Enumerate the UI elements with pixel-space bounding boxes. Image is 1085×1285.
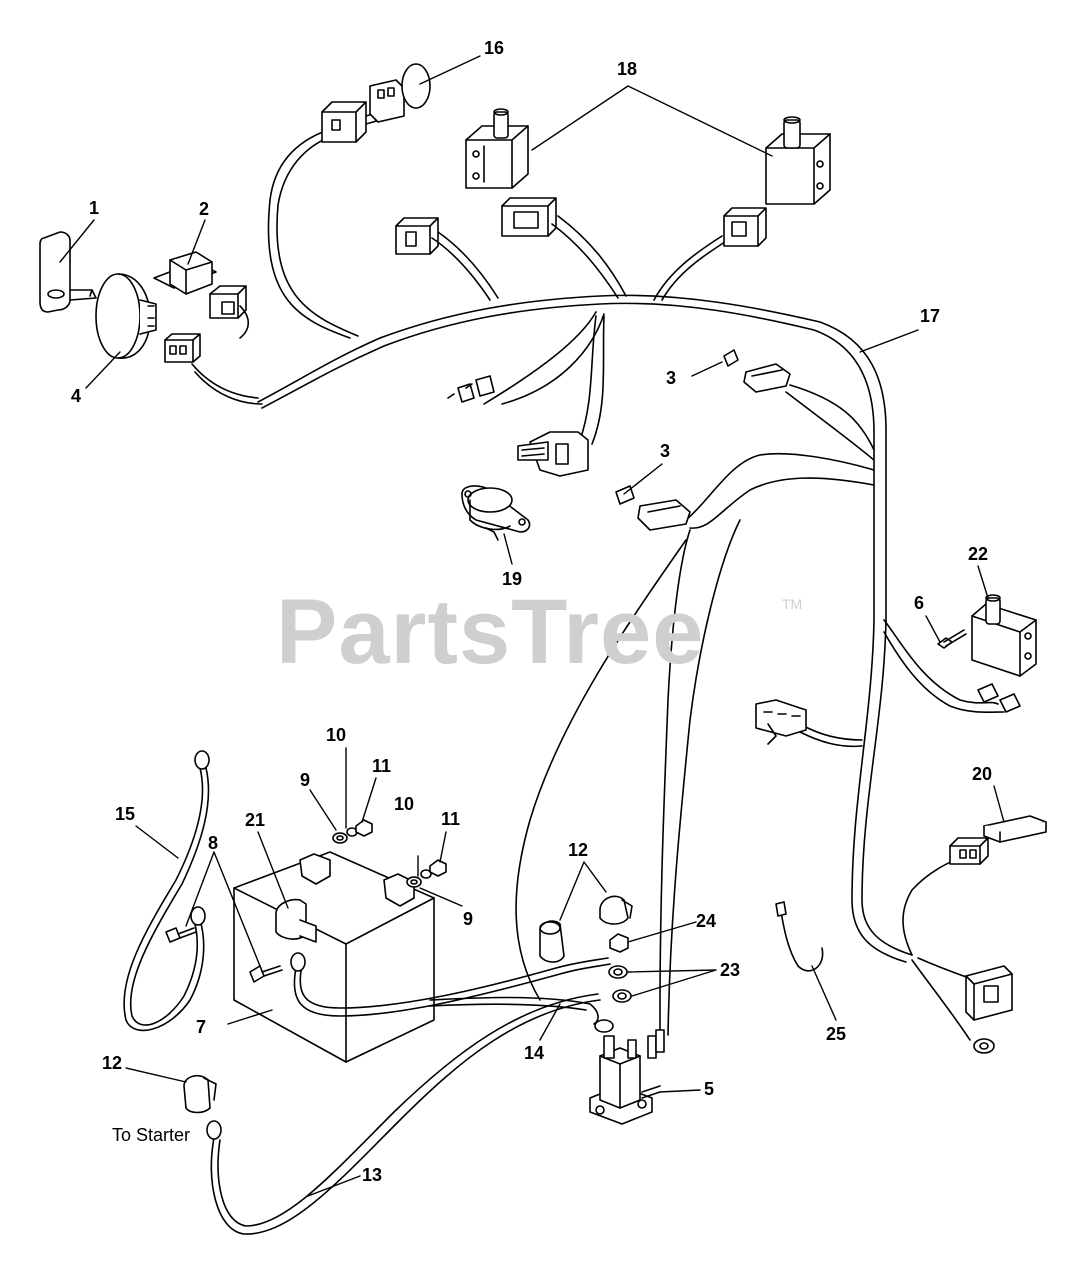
connector-20-part [950, 838, 988, 864]
ignition-switch-part [96, 274, 156, 358]
callout-24: 24 [696, 911, 717, 931]
solenoid-5-part [590, 1030, 664, 1124]
cable-13-part [207, 994, 600, 1234]
connector-lower-right-part [966, 966, 1012, 1020]
callout-7: 7 [196, 1017, 207, 1037]
callout-4: 4 [71, 386, 82, 406]
fuse-upper-part [724, 350, 790, 392]
callout-20: 20 [972, 764, 993, 784]
seat-switch-22-part [972, 595, 1036, 676]
callout-2: 2 [199, 199, 210, 219]
callout-19: 19 [502, 569, 523, 589]
plug-connector-part [756, 700, 806, 744]
switch-connector-part [165, 334, 200, 362]
watermark-text: PartsTree [276, 581, 705, 683]
callout-9-lower: 9 [463, 909, 474, 929]
connector-b-part [502, 198, 556, 236]
callout-3-upper: 3 [666, 368, 677, 388]
callout-18: 18 [617, 59, 638, 79]
callout-10-lower: 10 [394, 794, 415, 814]
callout-17: 17 [920, 306, 941, 326]
callout-13: 13 [362, 1165, 383, 1185]
to-starter-note: To Starter [112, 1125, 191, 1145]
leader-lines [60, 56, 1004, 1196]
boot-12-upper-right-part [600, 896, 632, 924]
hardware-9-10-11-part [333, 820, 446, 887]
callout-16: 16 [484, 38, 505, 58]
key-part [40, 232, 96, 312]
washers-23-part [609, 966, 631, 1002]
callout-21: 21 [245, 810, 266, 830]
alarm-part [462, 486, 530, 540]
connector-a-part [396, 218, 438, 254]
center-connector-part [518, 432, 588, 476]
fuse-lower-part [616, 486, 690, 530]
mower-connector-16-part [322, 64, 430, 142]
callout-12-lower: 12 [102, 1053, 123, 1073]
callout-10-upper: 10 [326, 725, 347, 745]
callout-12-upper: 12 [568, 840, 589, 860]
boot-12-upper-left-part [540, 921, 564, 962]
callout-11-upper: 11 [372, 756, 392, 776]
interlock-switch-right-part [766, 117, 830, 204]
spade-terminals-part [448, 376, 494, 402]
cable-15-part [124, 751, 209, 1030]
nut-24-part [610, 934, 628, 952]
watermark-trademark: TM [782, 596, 803, 612]
callout-14: 14 [524, 1043, 545, 1063]
callout-1: 1 [89, 198, 100, 218]
battery-part [234, 852, 434, 1062]
interlock-switch-left-part [466, 109, 528, 188]
callout-22: 22 [968, 544, 989, 564]
callout-15: 15 [115, 804, 136, 824]
callout-25: 25 [826, 1024, 847, 1044]
cable-14-part [430, 998, 613, 1033]
callout-9-upper: 9 [300, 770, 311, 790]
callout-23: 23 [720, 960, 741, 980]
terminals-22-part [978, 684, 1020, 712]
screw-6-part [938, 630, 966, 648]
callout-8: 8 [208, 833, 219, 853]
ring-terminal-right-part [974, 1039, 994, 1053]
main-harness [192, 130, 1004, 1040]
callout-5: 5 [704, 1079, 715, 1099]
callout-6: 6 [914, 593, 925, 613]
callout-11-lower: 11 [441, 809, 461, 829]
callout-3-lower: 3 [660, 441, 671, 461]
connector-c-part [724, 208, 766, 246]
boot-12-lower-part [184, 1076, 216, 1113]
module-20-part [984, 816, 1046, 842]
battery-cable-part [291, 953, 610, 1016]
relay-part [154, 252, 246, 318]
ground-wire-25-part [776, 902, 823, 971]
bolt-8-part [166, 928, 282, 982]
